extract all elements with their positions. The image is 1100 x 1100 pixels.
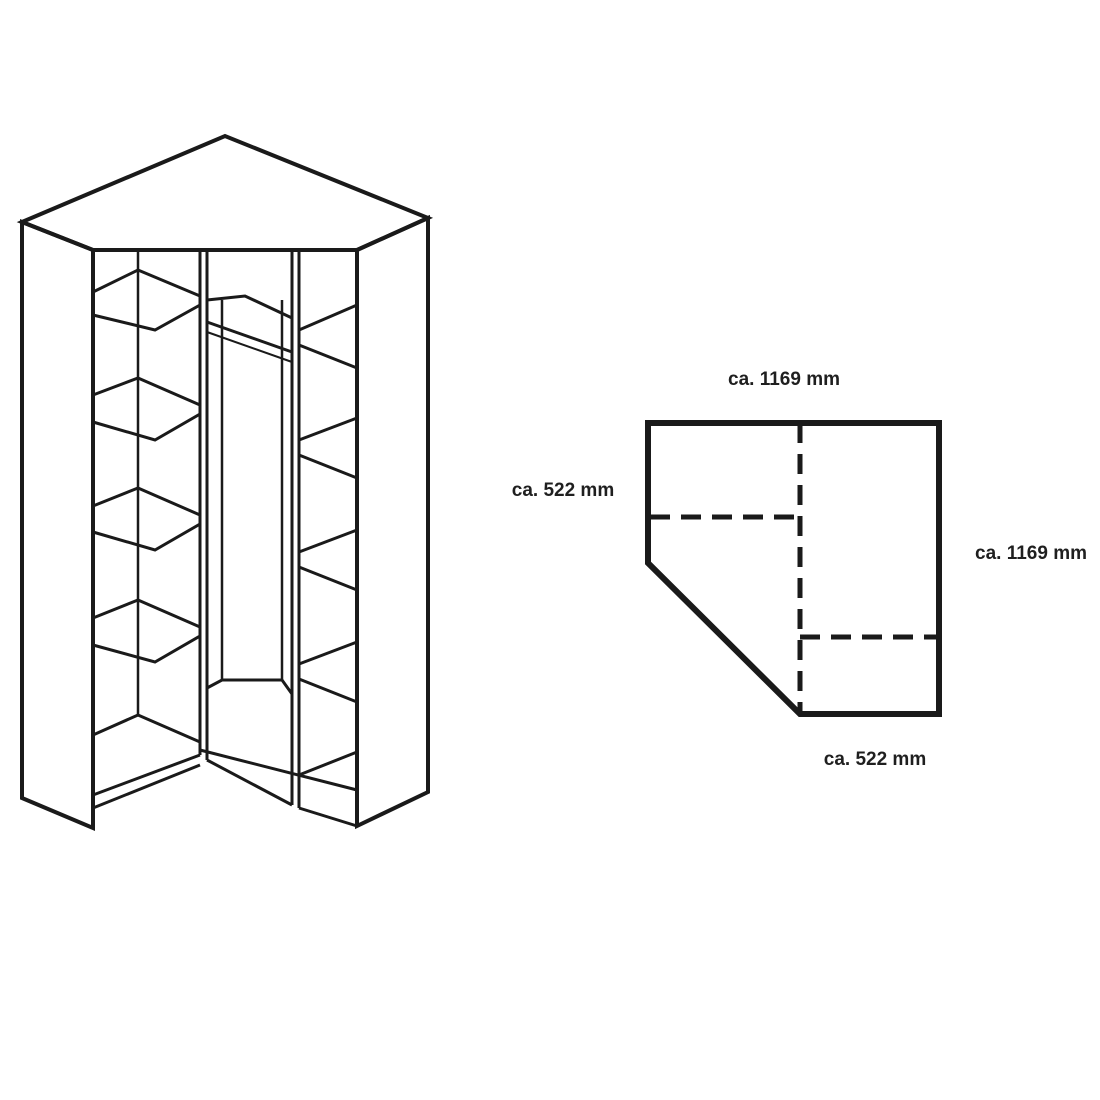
- clothes-rail-shadow: [206, 331, 293, 363]
- left-base: [92, 713, 201, 744]
- left-shelves: [92, 268, 202, 810]
- dim-left-depth-label: ca. 522 mm: [512, 480, 614, 501]
- top-shelf-center: [206, 294, 293, 320]
- dim-right-depth-label: ca. 1169 mm: [975, 543, 1087, 564]
- wardrobe-right-side-panel: [355, 214, 430, 830]
- right-shelf: [298, 303, 358, 332]
- right-shelf: [298, 677, 358, 704]
- left-shelf: [92, 598, 202, 664]
- right-shelf: [298, 528, 358, 554]
- left-plinth-lower: [92, 763, 201, 810]
- wardrobe-left-side-panel: [20, 219, 95, 832]
- wardrobe-top-panel: [16, 133, 434, 252]
- right-shelves: [298, 303, 358, 828]
- center-bottom: [206, 678, 294, 695]
- right-shelf: [298, 565, 358, 592]
- clothes-rail: [206, 320, 293, 354]
- left-shelf: [92, 486, 202, 552]
- right-shelf: [298, 416, 358, 442]
- left-shelf: [92, 268, 202, 332]
- floor-plan-outline: [645, 420, 942, 717]
- hanging-section: [199, 294, 358, 807]
- left-shelf: [92, 376, 202, 442]
- left-plinth: [92, 753, 201, 797]
- center-plinth: [206, 758, 293, 807]
- dim-bottom-width-label: ca. 522 mm: [824, 749, 926, 770]
- right-plinth: [298, 806, 358, 828]
- right-shelf: [298, 343, 358, 370]
- floor-plan: ca. 1169 mm ca. 522 mm ca. 1169 mm ca. 5…: [512, 369, 1087, 770]
- dim-top-width-label: ca. 1169 mm: [728, 369, 840, 390]
- right-base: [298, 750, 358, 777]
- right-shelf: [298, 453, 358, 480]
- right-shelf: [298, 640, 358, 666]
- center-plinth-front: [199, 748, 358, 792]
- wardrobe-drawing: [16, 133, 434, 832]
